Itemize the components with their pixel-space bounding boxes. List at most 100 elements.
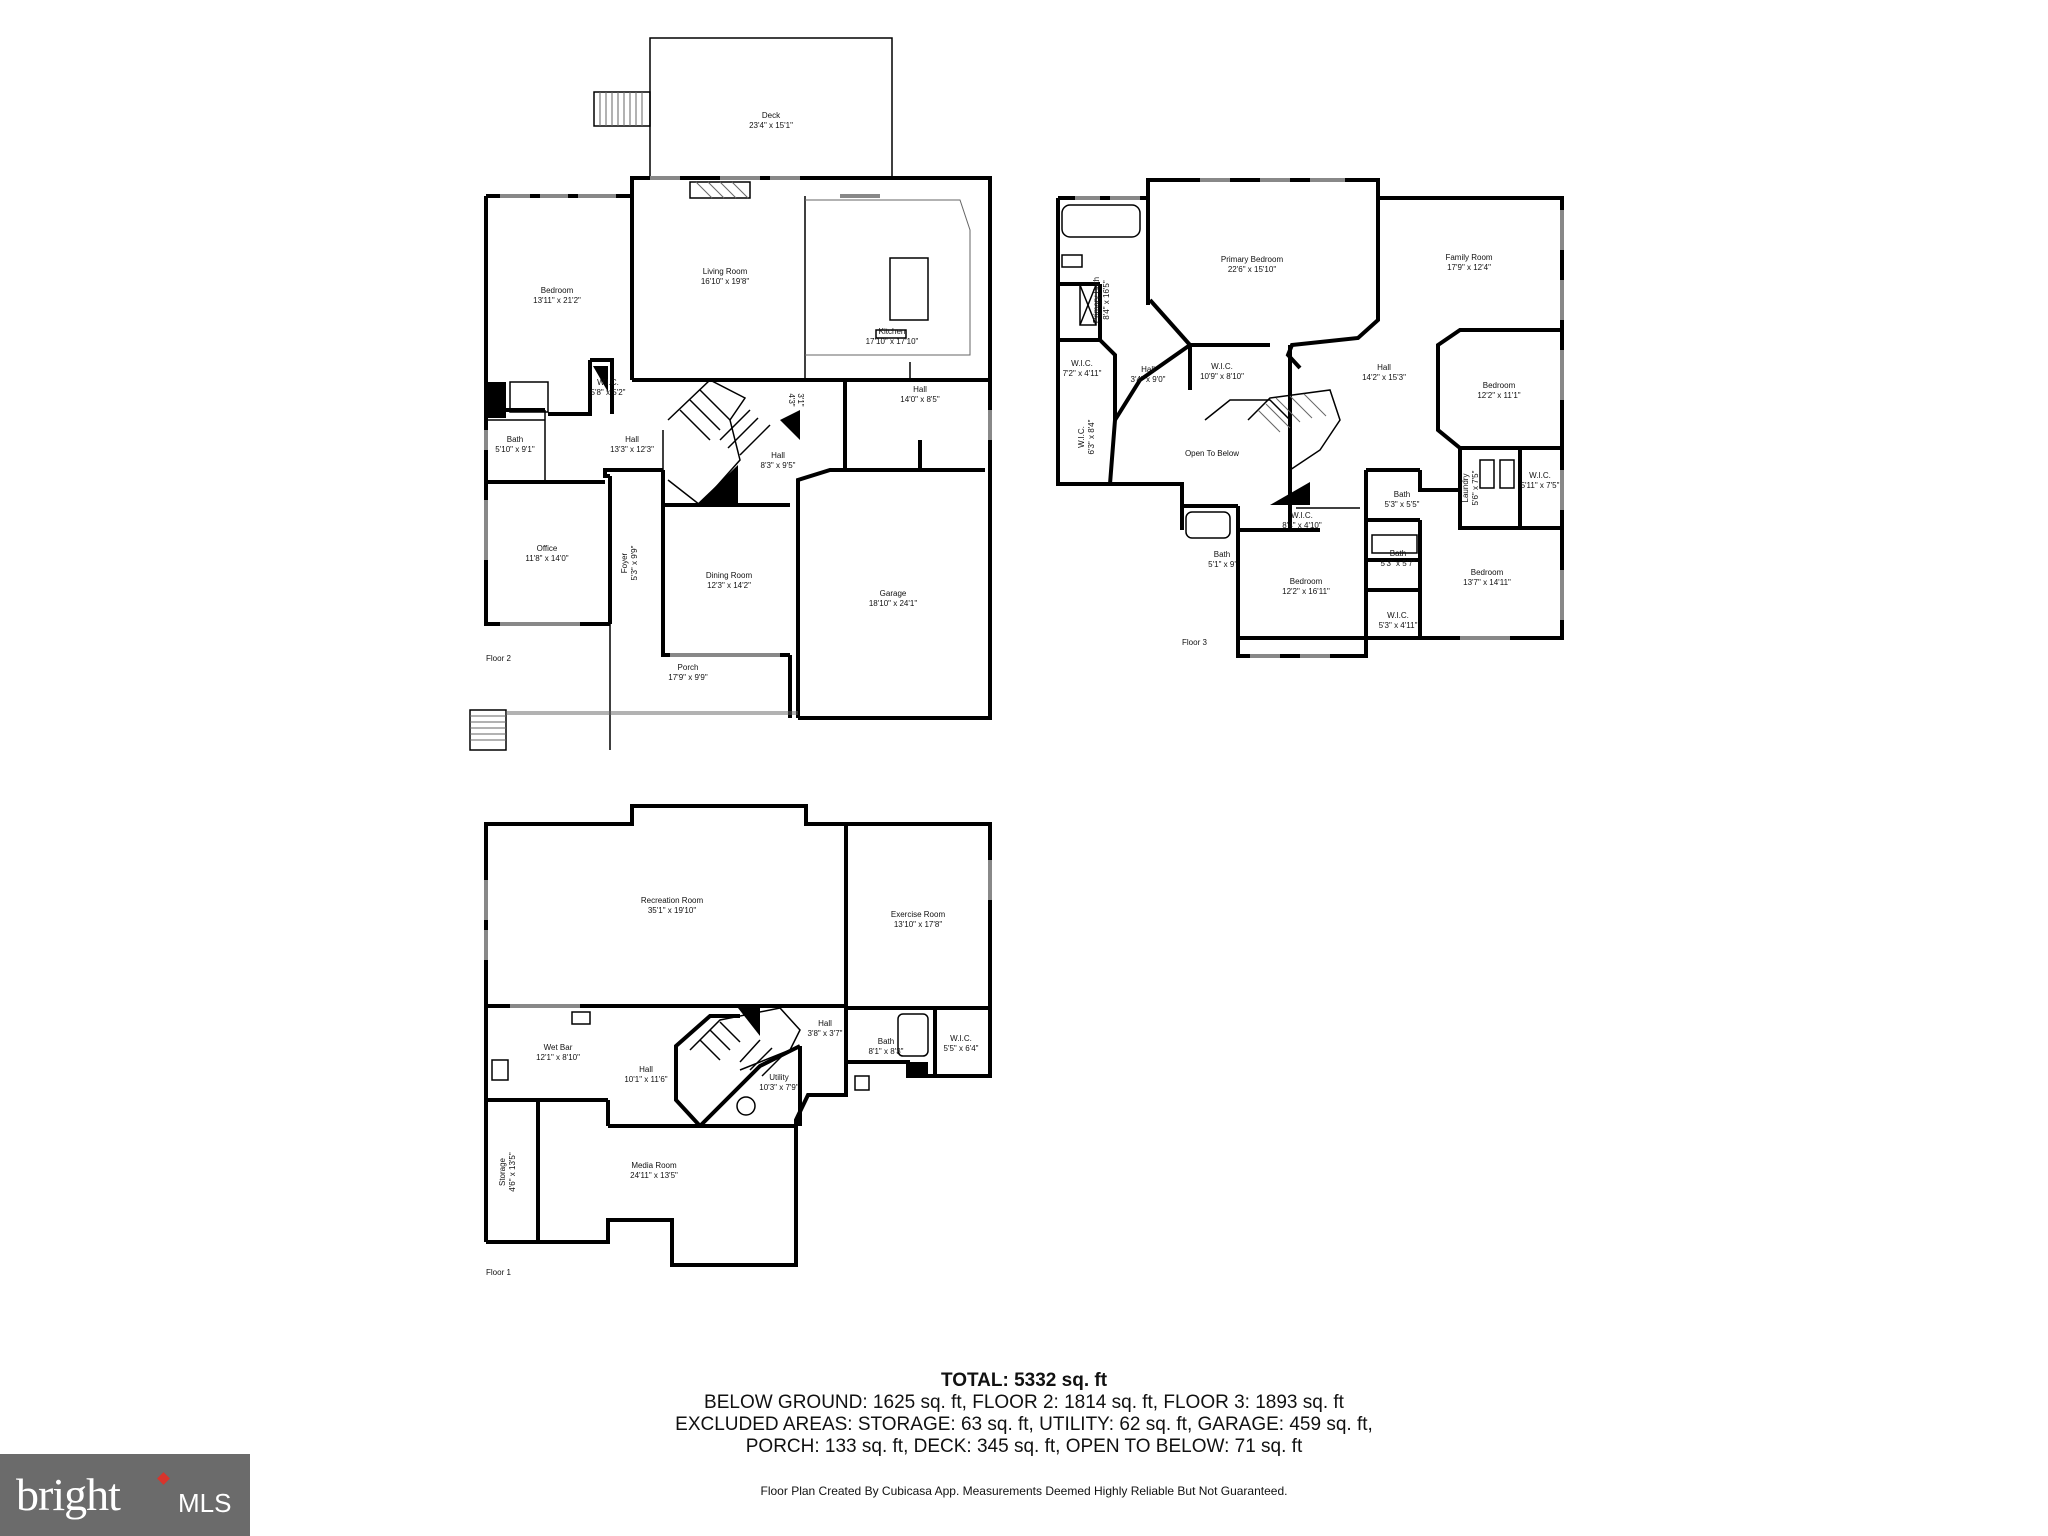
f3-laundry-name: Laundry [1461,474,1470,503]
f3-bath2-name: Bath [1214,550,1230,559]
f3-wic6-name: W.I.C. [1387,611,1409,620]
f2-hall3-name: Hall [913,385,927,394]
f1-media-name: Media Room [631,1161,677,1170]
f1-hall2-name: Hall [818,1019,832,1028]
f1-wic-name: W.I.C. [950,1034,972,1043]
floor-plan-credit: Floor Plan Created By Cubicasa App. Meas… [760,1484,1288,1498]
excluded-areas: EXCLUDED AREAS: STORAGE: 63 sq. ft, UTIL… [675,1414,1373,1435]
f1-bath-name: Bath [878,1037,894,1046]
f3-hallB-name: Hall [1377,363,1391,372]
f2-garage-dim: 18'10" x 24'1" [869,599,917,608]
floor-areas: BELOW GROUND: 1625 sq. ft, FLOOR 2: 1814… [704,1392,1344,1413]
area-totals: TOTAL: 5332 sq. ft BELOW GROUND: 1625 sq… [0,1370,2048,1458]
f2-wic-name: W.I.C. [597,378,619,387]
f2-porch-dim: 17'9" x 9'9" [668,673,708,682]
f3-wic5-dim: 8'4" x 4'10" [1282,521,1322,530]
f3-wic1-dim: 7'2" x 4'11" [1063,369,1102,378]
f1-wic-dim: 5'5" x 6'4" [944,1044,979,1053]
f3-wic3-dim: 6'3" x 8'4" [1087,419,1096,454]
f1-storage-name: Storage [498,1157,507,1186]
f3-primarybath-name: Primary Bath [1092,277,1101,323]
f3-laundry-dim: 5'6" x 7'5" [1471,470,1480,505]
f3-wic2-dim: 10'9" x 8'10" [1200,372,1244,381]
f3-wic1-name: W.I.C. [1071,359,1093,368]
deck-stairs [593,91,651,127]
f3-bath2-dim: 5'1" x 9' [1208,560,1236,569]
f2-bath-name: Bath [507,435,523,444]
f2-deck-name: Deck [762,111,781,120]
f3-bath3-name: Bath [1390,549,1406,558]
f1-bath-dim: 8'1" x 8'3" [869,1047,904,1056]
f3-bedroom1-name: Bedroom [1483,381,1516,390]
f1-media-dim: 24'11" x 13'5" [630,1171,678,1180]
f3-bedroom2-name: Bedroom [1290,577,1323,586]
f3-family-dim: 17'9" x 12'4" [1447,263,1491,272]
f2-hall2-dim: 8'3" x 9'5" [761,461,796,470]
f3-wic2-name: W.I.C. [1211,362,1233,371]
f2-bedroom-dim: 13'11" x 21'2" [533,296,581,305]
f3-open-name: Open To Below [1185,449,1239,458]
f3-wic5-name: W.I.C. [1291,511,1313,520]
f2-deck-dim: 23'4" x 15'1" [749,121,793,130]
f2-office-name: Office [537,544,558,553]
f2-office-dim: 11'8" x 14'0" [525,554,568,563]
f2-garage-name: Garage [880,589,907,598]
floor-3-label: Floor 3 [1182,638,1207,647]
f3-primarybath-dim: 8'4" x 16'5" [1102,280,1111,320]
bright-mls-logo: bright MLS [0,1454,250,1536]
f3-wic3-name: W.I.C. [1077,426,1086,448]
f2-foyer-dim: 5'3" x 9'9" [630,545,639,580]
f3-bedroom3-name: Bedroom [1471,568,1504,577]
floor-3-plan: Primary Bedroom 22'6" x 15'10" Primary B… [1056,178,1564,658]
f3-bedroom3-dim: 13'7" x 14'11" [1463,578,1511,587]
total-area: TOTAL: 5332 sq. ft [940,1370,1108,1391]
f2-porch-name: Porch [678,663,699,672]
f1-wetbar-name: Wet Bar [544,1043,573,1052]
logo-accent-icon [157,1472,170,1485]
f3-hallA-name: Hall [1141,365,1155,374]
f3-bedroom2-dim: 12'2" x 16'11" [1282,587,1330,596]
f3-primary-dim: 22'6" x 15'10" [1228,265,1276,274]
f2-pantry-dim: 3'1" [796,393,805,406]
f2-hall3-dim: 14'0" x 8'5" [900,395,940,404]
f1-hall1-name: Hall [639,1065,653,1074]
f2-dining-dim: 12'3" x 14'2" [707,581,751,590]
f2-hall2-name: Hall [771,451,785,460]
logo-brand: bright [16,1469,121,1520]
f1-wetbar-dim: 12'1" x 8'10" [536,1053,580,1062]
f3-wic4-name: W.I.C. [1529,471,1551,480]
f3-bedroom1-dim: 12'2" x 11'1" [1477,391,1520,400]
f2-living-dim: 16'10" x 19'8" [701,277,749,286]
floor-2-label: Floor 2 [486,654,511,663]
f3-family-name: Family Room [1445,253,1492,262]
logo-suffix: MLS [178,1488,232,1518]
f2-living-name: Living Room [703,267,748,276]
f2-hall1-name: Hall [625,435,639,444]
f2-foyer-name: Foyer [620,552,629,573]
f2-hall1-dim: 13'3" x 12'3" [610,445,654,454]
floor-1-plan: Recreation Room 35'1" x 19'10" Exercise … [484,804,992,1277]
f3-bath1-dim: 5'3" x 5'5" [1385,500,1420,509]
f2-bedroom-name: Bedroom [541,286,574,295]
deck-outline [649,37,893,176]
f3-bath1-name: Bath [1394,490,1410,499]
excluded-areas-cont: PORCH: 133 sq. ft, DECK: 345 sq. ft, OPE… [745,1436,1303,1457]
f3-hallB-dim: 14'2" x 15'3" [1362,373,1406,382]
f3-primary-name: Primary Bedroom [1221,255,1284,264]
floor-1-label: Floor 1 [486,1268,511,1277]
f3-bath3-dim: 5'3" x 5'7" [1381,559,1416,568]
f2-wic-dim: 5'8" x 5'2" [591,388,626,397]
floor-2-plan: Deck 23'4" x 15'1" Bedroom 13'11" x 21'2… [469,37,992,751]
f3-wic6-dim: 5'3" x 4'11" [1379,621,1418,630]
f1-rec-dim: 35'1" x 19'10" [648,906,696,915]
f1-hall2-dim: 3'8" x 3'7" [808,1029,843,1038]
f1-storage-dim: 4'6" x 13'5" [508,1152,517,1192]
f1-utility-name: Utility [769,1073,789,1082]
f1-exercise-name: Exercise Room [891,910,946,919]
f2-kitchen-dim: 17'10" x 17'10" [866,337,919,346]
f3-wic4-dim: 5'11" x 7'5" [1521,481,1560,490]
f1-rec-name: Recreation Room [641,896,704,905]
f1-hall1-dim: 10'1" x 11'6" [624,1075,667,1084]
f2-kitchen-name: Kitchen [879,327,906,336]
